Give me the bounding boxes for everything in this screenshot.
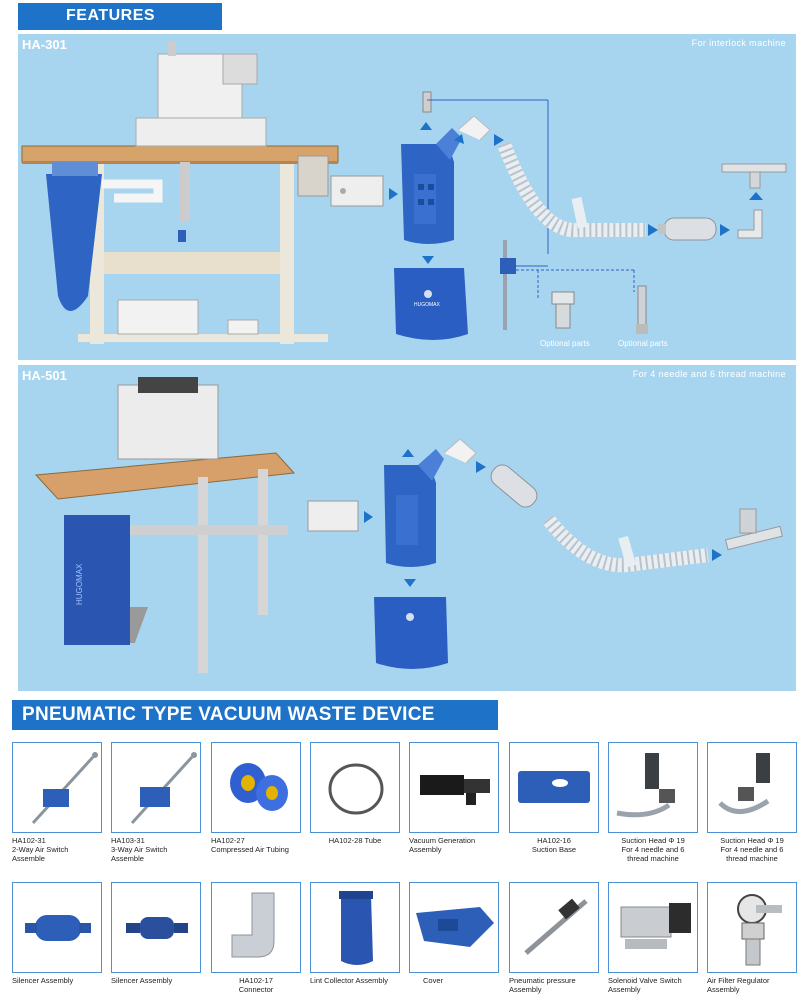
air-switch-icon [130, 752, 197, 825]
ha501-model-label: HA-501 [22, 368, 67, 383]
optional-pneumatic-cylinder [636, 285, 648, 334]
lint-bag-icon [339, 891, 373, 965]
four-needle-sewing-machine-table: HUGOMAX [34, 377, 296, 673]
lint-cover-bag-501 [374, 597, 448, 669]
suction-head-501 [725, 508, 783, 551]
bag-brand-text: HUGOMAX [414, 302, 441, 308]
part-caption: Cover [423, 976, 444, 985]
features-title: FEATURES [18, 3, 222, 30]
part-card-cover: Cover [409, 882, 499, 985]
optional-parts-label-2: Optional parts [618, 339, 668, 348]
suction-head-icon [718, 753, 770, 814]
pneumatic-cylinder-icon [524, 898, 588, 955]
ha301-panel: HA-301 For interlock machine [18, 34, 796, 360]
ha301-illustration: HUGOMAX [21, 42, 787, 344]
part-card-vacuum-generation: Vacuum Generation Assembly [409, 742, 499, 854]
vacuum-generator-icon [420, 775, 490, 805]
vacuum-cover-body [401, 128, 462, 244]
bag-brand-text-501: HUGOMAX [75, 563, 84, 605]
ha501-machine-note: For 4 needle and 6 thread machine [632, 369, 786, 379]
suction-base-plate [330, 175, 384, 207]
part-caption: Vacuum Generation Assembly [409, 836, 476, 854]
part-card-solenoid-valve: Solenoid Valve Switch Assembly [608, 882, 698, 994]
part-card-tube: HA102-28 Tube [310, 742, 400, 845]
part-card-pneumatic-pressure: Pneumatic pressure Assembly [509, 882, 599, 994]
part-caption: Lint Collector Assembly [310, 976, 388, 985]
interlock-sewing-machine-table [21, 42, 339, 344]
silencer-cylinder-501 [490, 464, 538, 508]
solenoid-valve-icon [620, 903, 691, 949]
air-switch-assembly [500, 240, 548, 330]
vacuum-cover-body-501 [384, 449, 444, 567]
tube-ring-icon [328, 763, 384, 815]
ha301-model-label: HA-301 [22, 37, 67, 52]
ha301-machine-note: For interlock machine [691, 38, 786, 48]
elbow-connector-icon [231, 892, 275, 958]
part-caption: Solenoid Valve Switch Assembly [608, 976, 682, 994]
part-caption: Silencer Assembly [12, 976, 74, 985]
part-card-silencer-1: Silencer Assembly [12, 882, 102, 985]
section-title: PNEUMATIC TYPE VACUUM WASTE DEVICE [12, 700, 498, 730]
part-caption: HA102-28 Tube [328, 836, 382, 845]
silencer-icon [25, 915, 91, 941]
cover-icon [416, 907, 494, 947]
part-card-lint-collector: Lint Collector Assembly [310, 882, 400, 985]
silencer-cylinder [658, 217, 717, 241]
suction-head-icon [616, 753, 675, 818]
lint-collector-bag: HUGOMAX [394, 268, 468, 340]
part-caption: Silencer Assembly [111, 976, 173, 985]
part-card-filter-regulator: Air Filter Regulator Assembly [707, 882, 797, 994]
suction-head-top [721, 163, 787, 189]
silencer-icon [126, 917, 188, 939]
optional-filter-regulator [551, 291, 575, 329]
part-caption: Pneumatic pressure Assembly [509, 976, 576, 994]
filter-regulator-icon [737, 894, 782, 966]
ha501-illustration: HUGOMAX [34, 377, 783, 673]
part-caption: Air Filter Regulator Assembly [707, 976, 770, 994]
part-card-silencer-2: Silencer Assembly [111, 882, 201, 985]
tape-roll-icon [230, 763, 288, 811]
ha501-panel: HA-501 For 4 needle and 6 thread machine… [18, 365, 796, 691]
suction-base-icon [518, 771, 590, 803]
optional-parts-label-1: Optional parts [540, 339, 590, 348]
air-switch-icon [31, 752, 98, 825]
suction-base-plate-501 [307, 500, 359, 532]
